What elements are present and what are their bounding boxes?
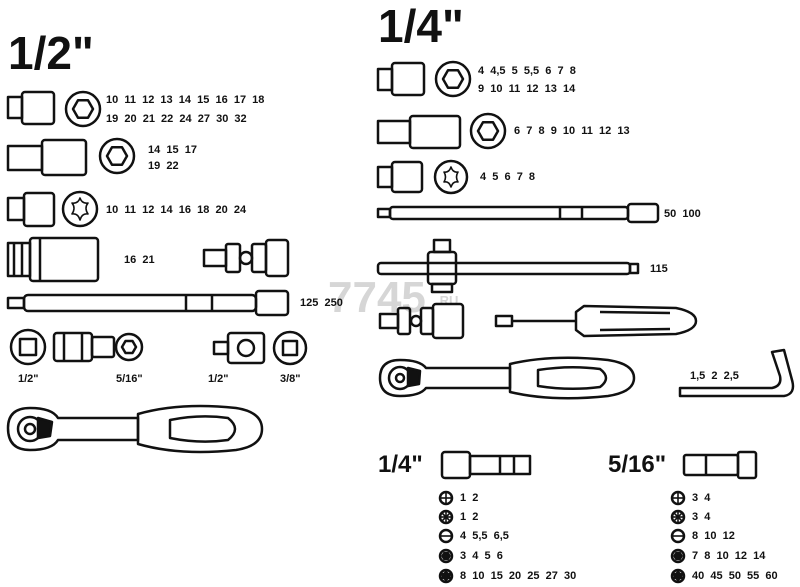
quarter-std-sockets-row1: 4 4,5 5 5,5 6 7 8 bbox=[478, 65, 576, 77]
quarter-extension-bar bbox=[376, 202, 660, 224]
half-deep-sockets-row1: 14 15 17 bbox=[148, 144, 197, 156]
quarter-std-sockets-row2: 9 10 11 12 13 14 bbox=[478, 83, 576, 95]
half-spark-plug-sockets: 16 21 bbox=[124, 254, 155, 266]
heading-half-inch: 1/2" bbox=[8, 27, 94, 79]
half-adapter-hex-end bbox=[114, 332, 144, 362]
half-torx-sockets: 10 11 12 14 16 18 20 24 bbox=[106, 204, 247, 216]
half-ratchet bbox=[6, 404, 264, 454]
half-adapter-right-inner: 3/8" bbox=[280, 373, 301, 385]
torx-icon bbox=[670, 568, 686, 584]
phillips-icon bbox=[438, 490, 454, 506]
quarter-screwdriver bbox=[494, 304, 698, 338]
pozidriv-icon bbox=[670, 509, 686, 525]
quarter-torx-socket-end bbox=[433, 159, 469, 195]
half-adapter-left-size: 1/2" bbox=[18, 373, 39, 385]
half-deep-socket-hex-end bbox=[98, 137, 136, 175]
half-std-socket-hex-end bbox=[64, 90, 102, 128]
half-spark-plug-socket bbox=[6, 236, 100, 283]
half-adapter-left-inner: 5/16" bbox=[116, 373, 143, 385]
quarter-ratchet bbox=[378, 356, 636, 400]
half-deep-sockets-row2: 19 22 bbox=[148, 160, 179, 172]
half-adapter-body bbox=[52, 331, 116, 363]
quarter-deep-sockets: 6 7 8 9 10 11 12 13 bbox=[514, 125, 630, 137]
quarter-std-socket-hex-end bbox=[434, 60, 472, 98]
half-torx-socket bbox=[6, 191, 56, 228]
quarter-t-bar: 115 bbox=[650, 263, 668, 275]
half-deep-socket bbox=[6, 138, 88, 177]
slotted-icon bbox=[670, 528, 686, 544]
slotted-icon bbox=[438, 528, 454, 544]
bits-five-sixteenth-phillips: 3 4 bbox=[692, 492, 711, 504]
quarter-hex-keys: 1,5 2 2,5 bbox=[690, 370, 739, 382]
bits-quarter-hex: 3 4 5 6 bbox=[460, 550, 503, 562]
half-adapter-right-outer: 1/2" bbox=[208, 373, 229, 385]
bits-quarter-torx: 8 10 15 20 25 27 30 bbox=[460, 570, 577, 582]
half-reducer-adapter bbox=[212, 331, 266, 365]
quarter-std-socket bbox=[376, 61, 426, 97]
quarter-bit-holder bbox=[440, 450, 532, 480]
bits-five-sixteenth-heading: 5/16" bbox=[608, 451, 667, 478]
half-extension-bars: 125 250 bbox=[300, 297, 343, 309]
half-reducer-square-end bbox=[272, 330, 308, 366]
quarter-deep-socket bbox=[376, 114, 462, 150]
bits-five-sixteenth-torx: 40 45 50 55 60 bbox=[692, 570, 778, 582]
quarter-t-bar bbox=[376, 238, 640, 294]
bits-quarter-heading: 1/4" bbox=[378, 451, 423, 478]
quarter-deep-socket-hex-end bbox=[469, 112, 507, 150]
half-universal-joint bbox=[202, 238, 290, 278]
pozidriv-icon bbox=[438, 509, 454, 525]
phillips-icon bbox=[670, 490, 686, 506]
bits-quarter-slotted: 4 5,5 6,5 bbox=[460, 530, 509, 542]
bits-five-sixteenth-hex: 7 8 10 12 14 bbox=[692, 550, 766, 562]
bits-quarter-phillips: 1 2 bbox=[460, 492, 479, 504]
half-torx-socket-end bbox=[61, 190, 99, 228]
heading-quarter-inch: 1/4" bbox=[378, 0, 464, 52]
half-adapter-square bbox=[9, 328, 47, 366]
quarter-universal-joint bbox=[378, 302, 465, 340]
quarter-torx-socket bbox=[376, 160, 424, 194]
hex-icon bbox=[438, 548, 454, 564]
hex-key-set bbox=[678, 348, 795, 398]
five-sixteenth-bit-holder bbox=[682, 450, 758, 480]
bits-quarter-pozidriv: 1 2 bbox=[460, 511, 479, 523]
quarter-extension-bars: 50 100 bbox=[664, 208, 701, 220]
quarter-torx-sockets: 4 5 6 7 8 bbox=[480, 171, 536, 183]
torx-icon bbox=[438, 568, 454, 584]
half-std-sockets-row2: 19 20 21 22 24 27 30 32 bbox=[106, 113, 247, 125]
bits-five-sixteenth-pozidriv: 3 4 bbox=[692, 511, 711, 523]
half-extension-bar bbox=[6, 289, 290, 317]
bits-five-sixteenth-slotted: 8 10 12 bbox=[692, 530, 735, 542]
half-std-sockets-row1: 10 11 12 13 14 15 16 17 18 bbox=[106, 94, 265, 106]
hex-icon bbox=[670, 548, 686, 564]
half-std-socket bbox=[6, 90, 56, 126]
